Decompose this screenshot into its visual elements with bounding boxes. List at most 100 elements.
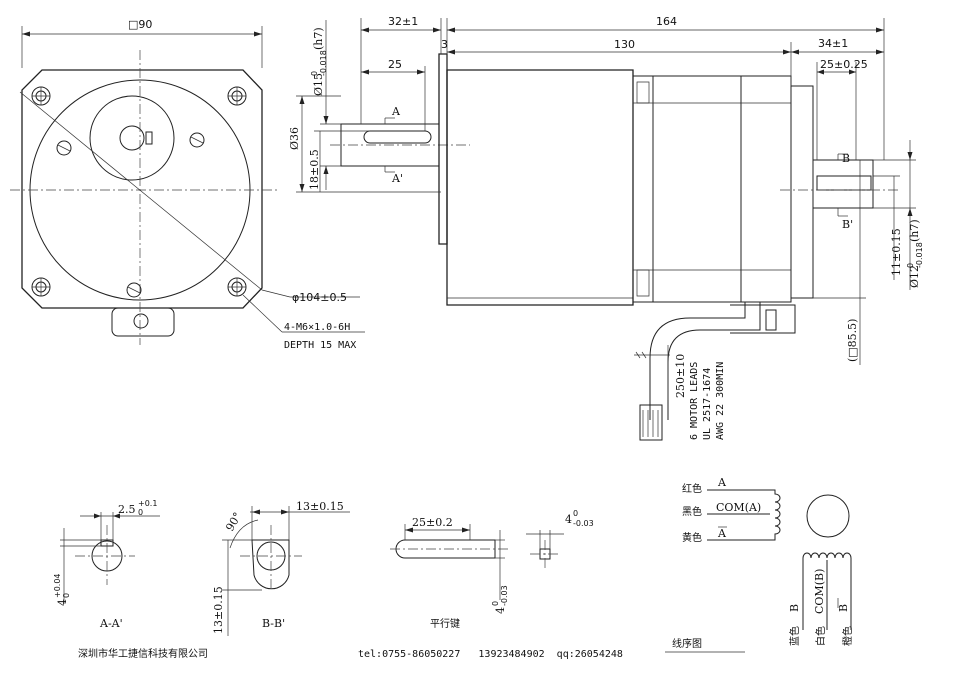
key-profile <box>396 540 495 558</box>
detail-a-depth: 4 <box>56 599 69 606</box>
company-name: 深圳市华工捷信科技有限公司 <box>78 647 208 660</box>
key-length: 25±0.2 <box>412 516 453 529</box>
screw-left <box>57 141 71 155</box>
rotor-symbol <box>807 495 849 537</box>
detail-a-key-width-upper: +0.1 <box>138 499 157 508</box>
lead-spec-2-label: AWG 22 300MIN <box>715 362 726 440</box>
wire-phase-a-label: A <box>717 476 727 489</box>
wire-black-label: 黑色 <box>682 505 702 518</box>
flange-gap-label: 3 <box>441 38 448 51</box>
key-width-upper: 0 <box>573 509 578 518</box>
key-thickness: 4 <box>494 607 507 614</box>
thread-leader <box>243 295 282 332</box>
key-label: 平行键 <box>430 617 460 630</box>
rear-stub <box>791 86 813 298</box>
section-a-marker: A <box>391 105 401 118</box>
wire-com-b-label: COM(B) <box>813 569 826 614</box>
detail-a: 2.5 +0.1 0 4 +0.04 0 A-A' <box>53 499 160 630</box>
wiring-diagram: 红色 黑色 黄色 A COM(A) A B COM(B) B 蓝色 白色 橙色 … <box>665 476 854 652</box>
wire-blue-label: 蓝色 <box>788 626 801 646</box>
detail-a-depth-lower: 0 <box>62 593 71 598</box>
shaft-tol-lower: -0.018 <box>319 50 328 76</box>
total-length-label: 164 <box>656 15 677 28</box>
wire-phase-b-label: B <box>788 604 801 612</box>
body-dia-label: Ø36 <box>288 127 301 150</box>
front-hub-circle <box>90 96 174 180</box>
detail-b: 90° 13±0.15 13±0.15 B-B' <box>212 500 350 636</box>
front-shaft-keyway <box>364 131 431 143</box>
thread-note-2: DEPTH 15 MAX <box>284 340 356 351</box>
mount-hole-br <box>228 278 246 296</box>
motor-body <box>447 70 633 305</box>
key-width: 4 <box>565 513 572 526</box>
lead-spec-1-label: UL 2517-1674 <box>702 368 713 440</box>
rear-cap <box>741 76 791 302</box>
rear-shaft-dia-label: Ø12 <box>908 265 921 288</box>
front-diagonal-leader <box>20 92 262 290</box>
coil-a <box>760 490 780 540</box>
cable-boot <box>730 305 795 333</box>
detail-a-key-width: 2.5 <box>118 503 136 516</box>
body-ring-2 <box>653 76 741 302</box>
rear-length-label: 34±1 <box>818 37 848 50</box>
detail-key: 25±0.2 4 0 -0.03 4 0 -0.03 平行键 <box>390 509 594 630</box>
wire-orange-label: 橙色 <box>841 626 854 646</box>
body-length-label: 130 <box>614 38 635 51</box>
mount-hole-tr <box>228 87 246 105</box>
shaft-tol-upper: 0 <box>310 71 319 76</box>
screw-bottom <box>127 283 141 297</box>
detail-a-label: A-A' <box>99 617 123 630</box>
rear-key-length-label: 25±0.25 <box>820 58 868 71</box>
wire-phase-a-bar-label: A <box>717 527 727 540</box>
lead-desc-label: 6 MOTOR LEADS <box>689 362 700 440</box>
key-thickness-lower: -0.03 <box>500 585 509 606</box>
rear-fit: (h7) <box>908 219 921 242</box>
key-height-label: 18±0.5 <box>308 149 321 190</box>
side-view: A A' B B' 32±1 164 130 3 34±1 25 <box>288 15 924 440</box>
section-b-marker: B <box>842 152 850 165</box>
detail-b-angle: 90° <box>223 510 244 533</box>
key-width-lower: -0.03 <box>573 519 594 528</box>
wire-yellow-label: 黄色 <box>682 531 702 544</box>
front-mount-tab <box>112 308 174 336</box>
front-square-size: □90 <box>128 18 152 31</box>
coil-b <box>803 553 851 570</box>
body-ring-1 <box>633 76 653 302</box>
front-view: □90 φ104±0.5 4-M6×1.0-6H DEPTH 15 MAX <box>10 18 365 351</box>
detail-b-width: 13±0.15 <box>296 500 344 513</box>
wire-phase-b-bar-label: B <box>837 604 850 612</box>
mount-hole-tl <box>32 87 50 105</box>
front-shaft-circle <box>120 126 144 150</box>
rear-tol-upper: 0 <box>906 263 915 268</box>
detail-b-height: 13±0.15 <box>212 586 225 634</box>
wire-red-label: 红色 <box>682 482 702 495</box>
detail-b-label: B-B' <box>262 617 285 630</box>
section-a-prime-marker: A' <box>391 172 403 185</box>
section-b-prime-marker: B' <box>842 218 853 231</box>
front-flange-outline <box>22 70 262 308</box>
key-thickness-upper: 0 <box>491 601 500 606</box>
wiring-title: 线序图 <box>672 637 702 650</box>
wire-white-label: 白色 <box>814 626 827 646</box>
front-shaft-key <box>146 132 152 144</box>
detail-a-key-width-lower: 0 <box>138 508 143 517</box>
lead-length-label: 250±10 <box>674 354 687 398</box>
front-mount-tab-hole <box>134 314 148 328</box>
bolt-circle-label: φ104±0.5 <box>292 291 347 304</box>
side-square-label: (□85.5) <box>846 319 859 362</box>
mount-hole-bl <box>32 278 50 296</box>
side-flange <box>439 54 447 244</box>
screw-top <box>190 133 204 147</box>
bolt-circle-leader <box>262 290 290 297</box>
detail-a-depth-upper: +0.04 <box>53 573 62 598</box>
rear-shaft-key <box>817 176 871 190</box>
rear-key-height-label: 11±0.15 <box>890 228 903 276</box>
rear-shaft <box>813 160 873 208</box>
contact-info: tel:0755-86050227 13923484902 qq:2605424… <box>358 649 623 660</box>
wire-com-a-label: COM(A) <box>716 501 761 514</box>
shaft-fit: (h7) <box>312 27 325 50</box>
cable-bundle-end <box>640 405 662 440</box>
key-length-label: 25 <box>388 58 402 71</box>
shaft-dia-label: Ø15 <box>312 73 325 96</box>
